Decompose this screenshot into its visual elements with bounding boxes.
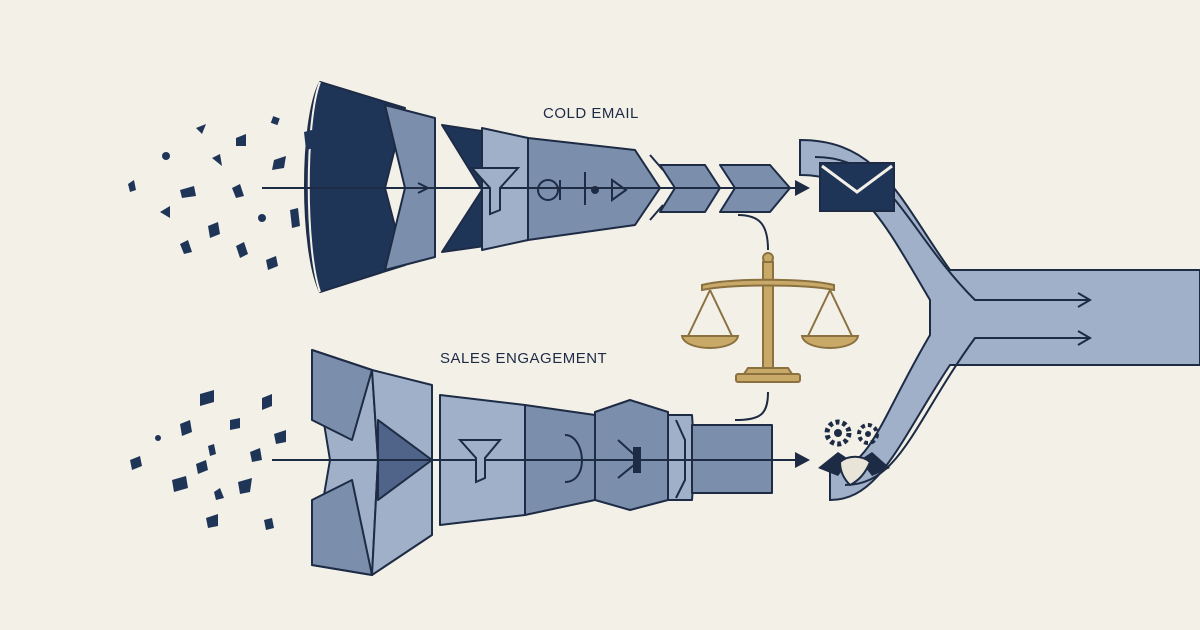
top-funnel-rim xyxy=(307,81,321,293)
merge-arrow-lower xyxy=(1077,330,1092,346)
bottom-gate-curve xyxy=(564,434,583,483)
bottom-funnel xyxy=(311,349,773,576)
merge-line-lower xyxy=(844,337,1090,486)
envelope-icon xyxy=(819,162,895,212)
top-gate-triangle xyxy=(611,178,628,202)
top-bracket-2 xyxy=(649,204,664,221)
scattered-shapes-icon xyxy=(128,116,320,270)
merge-arrow-upper xyxy=(1077,292,1092,308)
scale-right-string-2 xyxy=(829,289,853,337)
scale-left-pan xyxy=(680,335,740,349)
bottom-funnel-glyphs xyxy=(457,419,686,499)
gear-hub xyxy=(834,429,842,437)
handshake-right-cuff xyxy=(860,452,890,476)
bottom-mouth-facet-1 xyxy=(311,349,373,441)
merge-road-shape xyxy=(799,138,1200,502)
handshake-gears-icon xyxy=(818,419,890,487)
gear-hub xyxy=(865,431,871,437)
gear-icon xyxy=(824,419,852,447)
top-flow-arrowhead xyxy=(795,180,810,196)
scale-pillar xyxy=(762,261,774,371)
bottom-funnel-segment-4 xyxy=(594,399,669,511)
handshake-hands xyxy=(838,455,872,487)
scale-left-string-1 xyxy=(687,289,711,337)
scale-base xyxy=(735,373,801,383)
top-tick-2 xyxy=(417,187,429,194)
cold-email-label: COLD EMAIL xyxy=(543,105,639,122)
scale-left-string-2 xyxy=(709,289,733,337)
merge-line-upper xyxy=(814,156,1090,301)
gear-icon xyxy=(857,423,879,445)
top-funnel-glyphs xyxy=(469,154,664,221)
bottom-flow-line xyxy=(272,452,810,468)
funnel-icon xyxy=(469,167,521,216)
top-flow-line xyxy=(262,180,810,196)
envelope-flap xyxy=(821,164,893,194)
balance-scale-icon xyxy=(680,252,860,383)
bottom-bracket xyxy=(675,419,686,499)
scattered-shapes-icon xyxy=(130,390,286,530)
scale-beam xyxy=(701,278,835,292)
sales-engagement-label: SALES ENGAGEMENT xyxy=(440,350,608,367)
top-bracket-1 xyxy=(649,154,664,171)
top-gate-circle xyxy=(537,179,559,201)
connector-top-to-scale xyxy=(737,214,769,251)
top-tick-1 xyxy=(417,182,429,189)
merge-road xyxy=(799,138,1200,502)
funnel-icon xyxy=(457,439,503,484)
bottom-gate-block xyxy=(633,447,641,473)
connector-scale-to-bottom xyxy=(734,391,769,421)
bottom-flow-arrowhead xyxy=(795,452,810,468)
scale-right-string-1 xyxy=(807,289,831,337)
scale-right-pan xyxy=(800,335,860,349)
top-gate-node xyxy=(591,186,599,194)
envelope-body xyxy=(819,162,895,212)
